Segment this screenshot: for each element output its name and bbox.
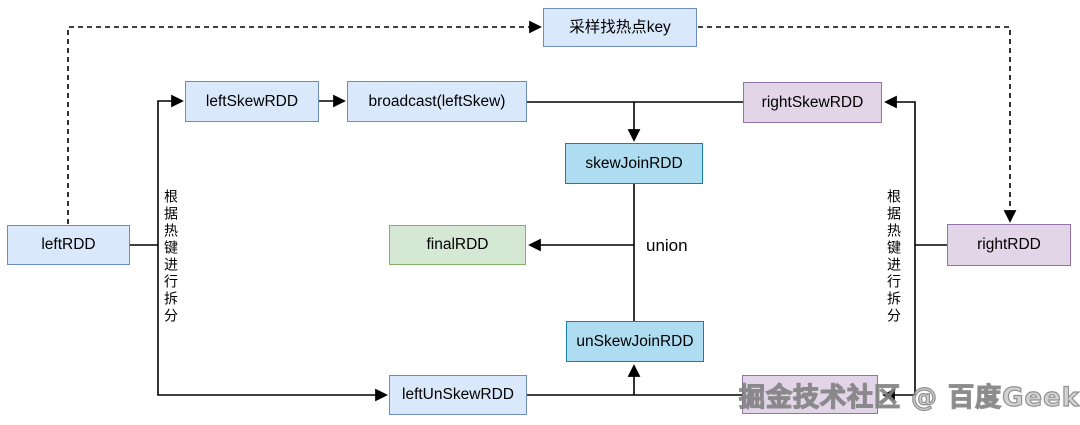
node-broadcast-left-skew: broadcast(leftSkew) [347,81,527,122]
node-right-skew-rdd-label: rightSkewRDD [761,93,864,111]
union-edge-label: union [646,236,688,255]
edge-left-split-up [157,94,184,245]
edge-sample-to-rightrdd-dashed [698,26,1017,223]
split-rule-label-left: 根据热键进行拆分 [163,189,179,325]
edge-leftrdd-to-sample-dashed [67,20,542,224]
node-left-rdd: leftRDD [7,225,130,265]
node-skew-join-rdd-label: skewJoinRDD [585,154,683,172]
node-right-rdd-label: rightRDD [977,236,1041,254]
node-skew-join-rdd: skewJoinRDD [565,143,703,184]
node-left-skew-rdd-label: leftSkewRDD [205,92,299,110]
node-un-skew-join-rdd: unSkewJoinRDD [566,321,704,362]
node-un-skew-join-rdd-label: unSkewJoinRDD [576,332,694,350]
node-left-unskew-rdd-label: leftUnSkewRDD [402,386,514,404]
node-left-unskew-rdd: leftUnSkewRDD [389,375,527,415]
edge-right-split-up [884,95,916,245]
edge-right-split-down [882,245,916,402]
node-broadcast-left-skew-label: broadcast(leftSkew) [368,92,506,110]
split-rule-label-right: 根据热键进行拆分 [886,189,902,325]
node-right-rdd: rightRDD [947,224,1071,266]
node-left-skew-rdd: leftSkewRDD [185,81,319,122]
node-sample-hot-key: 采样找热点key [543,8,697,47]
node-right-unskew-rdd [742,375,878,414]
node-sample-hot-key-label: 采样找热点key [569,18,671,36]
node-right-skew-rdd: rightSkewRDD [743,82,882,123]
edge-left-split-down [157,245,388,402]
node-final-rdd: finalRDD [389,225,526,265]
node-left-rdd-label: leftRDD [41,236,96,254]
node-final-rdd-label: finalRDD [426,236,489,254]
